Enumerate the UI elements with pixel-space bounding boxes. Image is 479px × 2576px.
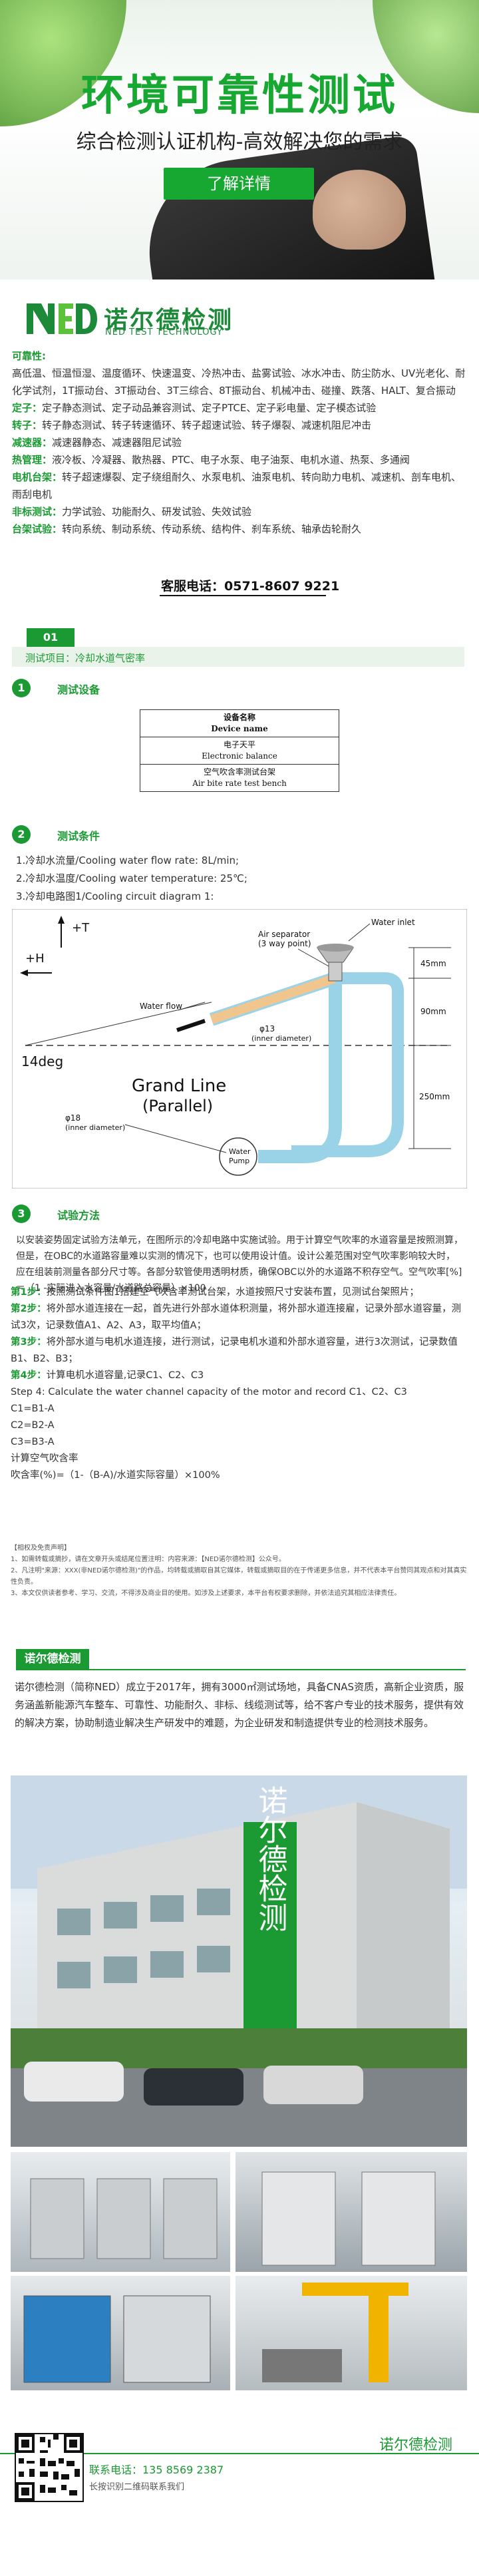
company-description: 诺尔德检测（简称NED）成立于2017年，拥有3000㎡测试场地，具备CNAS资… [15, 1681, 464, 1729]
lab-photo [11, 2152, 230, 2272]
method-step: 第2步：将外部水道连接在一起，首先进行外部水道体积测量，将外部水道连接雇，记录外… [11, 1304, 462, 1331]
disclaimer-line: 3、本文仅供读者参考、学习、交流，不得涉及商业目的使用。如涉及上述要求，本平台有… [11, 1590, 401, 1597]
method-step: C1=B1-A [11, 1403, 55, 1414]
phone-number: 0571-8607 9221 [224, 579, 340, 594]
grand-line-sub: (Parallel) [142, 1097, 213, 1115]
conditions-heading: 测试条件 [57, 830, 100, 842]
plus-h-label: +H [25, 952, 45, 966]
section-title-bar: 测试项目：冷却水道气密率 [12, 647, 464, 667]
footer-tip: 长按识别二维码联系我们 [89, 2482, 185, 2492]
section-title: 测试项目：冷却水道气密率 [25, 652, 146, 664]
divider [16, 1669, 466, 1670]
lab-photo [11, 2276, 230, 2390]
dim-90: 90mm [420, 1007, 446, 1016]
condition-line: 3.冷却电路图1/Cooling circuit diagram 1: [16, 890, 214, 902]
method-heading: 试验方法 [57, 1209, 100, 1222]
phi18-note: (inner diameter) [65, 1123, 125, 1132]
intro-row: 电机台架：转子超速爆裂、定子绕组耐久、水泵电机、油泵电机、转向助力电机、减速机、… [12, 471, 462, 500]
air-separator-label: Air separator [258, 930, 310, 939]
method-step: 第1步：按照测试条件图1搭建空气吹含率测试台架，水道按照尺寸安装布置，见测试台架… [11, 1287, 419, 1298]
logo-text: 诺尔德检测 [104, 307, 234, 334]
logo-subtext: NED TEST TECHNOLOGY [105, 327, 223, 337]
grand-line-label: Grand Line [132, 1076, 226, 1096]
footer-brand: 诺尔德检测 [379, 2437, 453, 2454]
step-1-badge: 1 [12, 679, 31, 697]
disclaimer-line: 1、如需转载或摘抄，请在文章开头或结尾位置注明：内容来源：【NED诺尔德检测】公… [11, 1556, 285, 1563]
water-flow-label: Water flow [140, 1002, 182, 1011]
hero-subtitle: 综合检测认证机构-高效解决您的需求 [76, 130, 403, 154]
method-step: 计算空气吹含率 [11, 1453, 79, 1464]
cooling-circuit-diagram: +T +H 14deg Grand Line (Parallel) Water … [12, 909, 467, 1189]
phi18-label: φ18 [65, 1113, 80, 1123]
intro-row: 台架试验：转向系统、制动系统、传动系统、结构件、刹车系统、轴承齿轮耐久 [12, 523, 362, 535]
method-intro: 以安装姿势固定试验方法单元，在图所示的冷却电路中实施试验。用于计算空气吹率的水道… [16, 1235, 463, 1294]
method-step: 第3步：将外部水道与电机水道连接，进行测试，记录电机水道和外部水道容量，进行3次… [11, 1337, 458, 1364]
step-2-badge: 2 [12, 825, 31, 844]
section-number: 01 [27, 628, 75, 647]
phone-label: 客服电话： [161, 579, 225, 594]
hero-title: 环境可靠性测试 [81, 71, 398, 120]
service-phone[interactable]: 客服电话：0571-8607 9221 [161, 576, 339, 594]
divider [160, 595, 326, 596]
intro-row: 减速器：减速器静态、减速器阻尼试验 [12, 437, 182, 449]
intro-row: 热管理：液冷板、冷凝器、散热器、PTC、电子水泵、电子油泵、电机水道、热泵、多通… [12, 454, 410, 466]
method-step: 吹含率(%)=（1-（B-A)/水道实际容量）×100% [11, 1470, 220, 1481]
condition-line: 1.冷却水流量/Cooling water flow rate: 8L/min; [16, 854, 240, 866]
service-intro: 可靠性: 高低温、恒温恒湿、温度循环、快速温变、冷热冲击、盐雾试验、冰水冲击、防… [12, 347, 471, 538]
footer-phone[interactable]: 联系电话：135 8569 2387 [89, 2464, 224, 2476]
company-logo: 诺尔德检测 NED TEST TECHNOLOGY [27, 301, 306, 338]
method-step: 第4步：计算电机水道容量,记录C1、C2、C3 [11, 1370, 204, 1381]
disclaimer: 【相权及免责声明】 1、如需转载或摘抄，请在文章开头或结尾位置注明：内容来源：【… [11, 1543, 470, 1599]
disclaimer-line: 2、凡注明"来源：XXX(非NED诺尔德检测)"的作品，均转载或摘取自其它媒体，… [11, 1567, 467, 1586]
building-photo: 诺尔德检测 [11, 1775, 467, 2147]
qr-code-icon[interactable] [15, 2433, 84, 2502]
water-inlet-label: Water inlet [371, 918, 415, 927]
method-step: Step 4: Calculate the water channel capa… [11, 1387, 407, 1397]
intro-row: 定子：定子静态测试、定子动品兼容测试、定子PTCE、定子彩电量、定子模态试验 [12, 402, 377, 414]
method-steps: 第1步：按照测试条件图1搭建空气吹含率测试台架，水道按照尺寸安装布置，见测试台架… [11, 1284, 470, 1484]
learn-more-button[interactable]: 了解详情 [164, 168, 314, 200]
phi13-label: φ13 [259, 1024, 275, 1033]
lab-photo [236, 2152, 467, 2272]
pump-label-2: Pump [229, 1157, 249, 1165]
method-step: C2=B2-A [11, 1420, 55, 1431]
device-heading: 测试设备 [57, 683, 100, 696]
conditions-list: 1.冷却水流量/Cooling water flow rate: 8L/min;… [16, 852, 468, 906]
building-sign: 诺尔德检测 [253, 1785, 287, 1932]
method-step: C3=B3-A [11, 1437, 55, 1447]
divider [0, 2453, 479, 2454]
reliability-label: 可靠性: [12, 350, 46, 362]
dim-250: 250mm [419, 1092, 450, 1101]
reliability-row: 可靠性: 高低温、恒温恒湿、温度循环、快速温变、冷热冲击、盐雾试验、冰水冲击、防… [12, 347, 471, 399]
reliability-text: 高低温、恒温恒湿、温度循环、快速温变、冷热冲击、盐雾试验、冰水冲击、防尘防水、U… [12, 367, 466, 397]
plus-t-label: +T [72, 921, 90, 935]
ned-logo-icon [27, 303, 97, 334]
disclaimer-line: 【相权及免责声明】 [11, 1545, 71, 1552]
phi13-note: (inner diameter) [251, 1034, 311, 1043]
step-3-badge: 3 [12, 1204, 31, 1223]
hero-banner: 环境可靠性测试 综合检测认证机构-高效解决您的需求 了解详情 [0, 0, 479, 279]
condition-line: 2.冷却水温度/Cooling water temperature: 25℃; [16, 872, 247, 884]
intro-row: 转子：转子静态测试、转子转速循环、转子超速试验、转子爆裂、减速机阻尼冲击 [12, 419, 372, 431]
pump-label: Water [229, 1147, 251, 1156]
hand-illustration [313, 170, 406, 250]
dim-45: 45mm [420, 959, 446, 968]
air-separator-sub: (3 way point) [258, 939, 311, 948]
intro-row: 非标测试：力学试验、功能耐久、研发试验、失效试验 [12, 506, 252, 518]
company-section-title: 诺尔德检测 [16, 1649, 89, 1669]
angle-label: 14deg [21, 1053, 63, 1069]
lab-photo [236, 2276, 467, 2390]
